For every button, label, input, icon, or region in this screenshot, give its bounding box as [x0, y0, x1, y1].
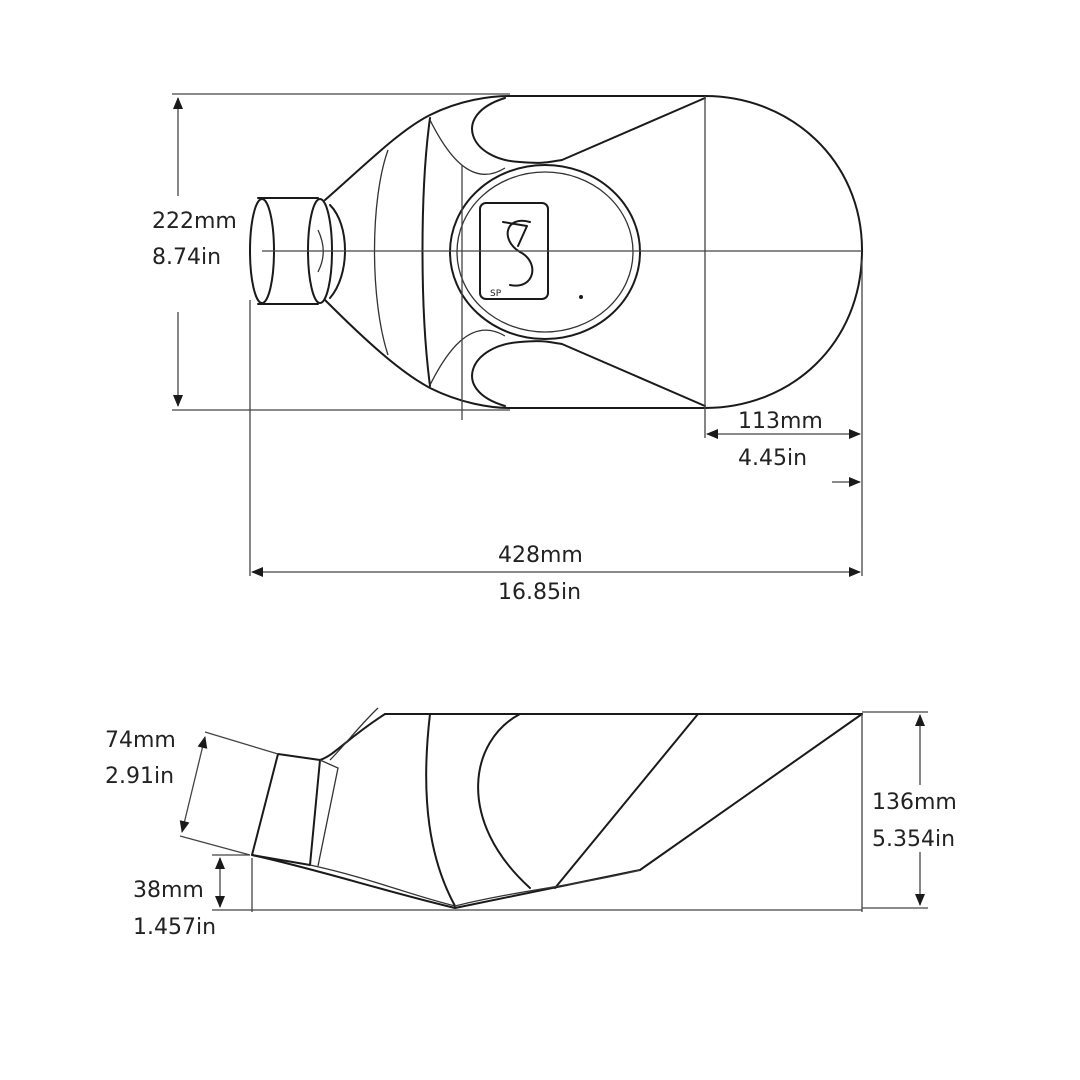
inlet-label-mm: 74mm — [105, 728, 176, 753]
length-label-in: 16.85in — [498, 580, 581, 605]
body-seam-2 — [421, 117, 431, 387]
upper-scoop — [471, 97, 706, 164]
center-oval-inner — [456, 171, 634, 333]
bowl-label-mm: 113mm — [738, 409, 823, 434]
height-label-in: 5.354in — [872, 827, 955, 852]
width-label-mm: 222mm — [152, 209, 237, 234]
inlet-tube-inner — [317, 759, 339, 867]
upper-scoop-inner — [429, 119, 506, 175]
side-curve-1 — [425, 713, 456, 907]
top-body-outline — [324, 95, 863, 409]
side-front-slope-inner — [329, 707, 379, 761]
length-label-mm: 428mm — [498, 543, 583, 568]
inlet-height-label-in: 1.457in — [133, 915, 216, 940]
brand-logo-icon: SP — [490, 219, 534, 299]
inlet-extension-bottom — [179, 835, 251, 856]
lower-scoop-inner — [429, 329, 506, 386]
inlet-dimension-line — [179, 736, 208, 833]
side-bottom-inner — [309, 864, 456, 907]
small-dot — [579, 295, 583, 299]
inlet-neck — [257, 197, 319, 305]
height-label-mm: 136mm — [872, 790, 957, 815]
center-oval-outer — [449, 164, 641, 340]
side-curve-2 — [477, 713, 531, 889]
bowl-label-in: 4.45in — [738, 446, 807, 471]
inlet-tube — [251, 753, 321, 866]
side-curve-3 — [554, 713, 699, 889]
width-label-in: 8.74in — [152, 245, 221, 270]
top-view: SP 222mm 8.74in 113mm 4.45in 428mm 16.85… — [152, 93, 863, 605]
side-bottom-profile — [251, 713, 863, 909]
side-view: 74mm 2.91in 38mm 1.457in 136mm 5.354in — [105, 707, 957, 940]
inlet-height-label-mm: 38mm — [133, 878, 204, 903]
inlet-label-in: 2.91in — [105, 764, 174, 789]
inlet-extension-top — [204, 731, 279, 755]
lower-scoop — [471, 340, 706, 407]
side-bottom-line — [454, 869, 641, 907]
body-seam-1 — [373, 149, 389, 356]
logo-text: SP — [490, 289, 502, 299]
side-front-slope — [319, 713, 386, 761]
